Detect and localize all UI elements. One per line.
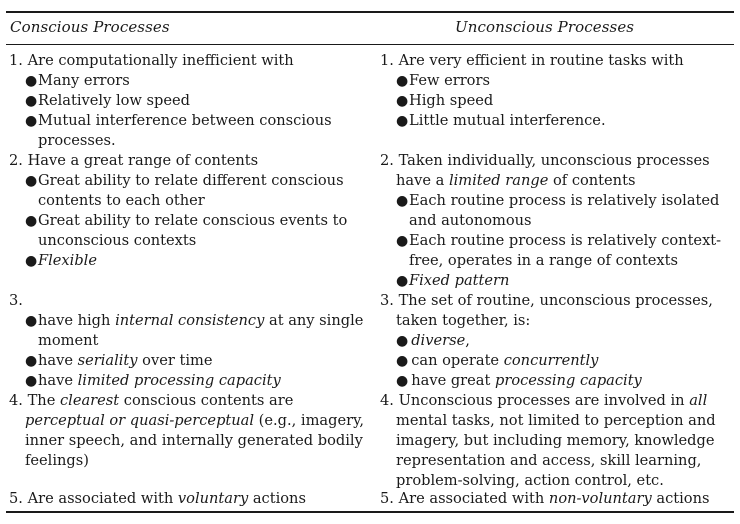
header-rule (6, 44, 734, 45)
bullet-icon: ● (396, 373, 409, 389)
list-item: ●Few errors (396, 72, 490, 89)
list-item: ●Each routine process is relatively cont… (396, 232, 722, 269)
bullet-icon: ● (396, 113, 409, 129)
conscious-item-4: 4. The clearest conscious contents are p… (9, 392, 365, 469)
bullet-icon: ● (25, 173, 38, 189)
bullet-icon: ● (25, 313, 38, 329)
unconscious-item-2: 2. Taken individually, unconscious proce… (380, 151, 736, 291)
bullet-icon: ● (396, 333, 409, 349)
bullet-icon: ● (25, 93, 38, 109)
list-item: ●High speed (396, 92, 494, 109)
bullet-icon: ● (25, 373, 38, 389)
list-item: ●diverse, (396, 332, 470, 349)
list-item: ●Many errors (25, 72, 130, 89)
list-item: ●have high internal consistency at any s… (25, 312, 364, 349)
bullet-icon: ● (396, 193, 409, 209)
unconscious-item-5: 5. Are associated with non-voluntary act… (380, 490, 710, 507)
bullet-icon: ● (396, 93, 409, 109)
conscious-item-5: 5. Are associated with voluntary actions (9, 490, 306, 507)
list-item: ●Fixed pattern (396, 272, 510, 289)
list-item: ●have seriality over time (25, 352, 213, 369)
bullet-icon: ● (25, 353, 38, 369)
list-item: ●Flexible (25, 252, 97, 269)
list-item: ●have limited processing capacity (25, 372, 281, 389)
bullet-icon: ● (25, 73, 38, 89)
unconscious-item-1: 1. Are very efficient in routine tasks w… (380, 51, 736, 131)
bullet-icon: ● (25, 253, 38, 269)
list-item: ●Great ability to relate conscious event… (25, 212, 348, 249)
conscious-item-1: 1. Are computationally inefficient with … (9, 51, 369, 151)
list-item: ●can operate concurrently (396, 352, 599, 369)
list-item: ●Each routine process is relatively isol… (396, 192, 720, 229)
list-item: ●Little mutual interference. (396, 112, 606, 129)
list-item: ●Great ability to relate different consc… (25, 172, 344, 209)
bullet-icon: ● (396, 353, 409, 369)
list-item: ●have great processing capacity (396, 372, 642, 389)
bullet-icon: ● (25, 113, 38, 129)
bullet-icon: ● (25, 213, 38, 229)
list-item: ●Relatively low speed (25, 92, 190, 109)
bullet-icon: ● (396, 273, 409, 289)
list-item: ●Mutual interference between conscious p… (25, 112, 332, 149)
header-conscious: Conscious Processes (10, 18, 170, 36)
unconscious-item-3: 3. The set of routine, unconscious proce… (380, 291, 736, 391)
bullet-icon: ● (396, 73, 409, 89)
table-bottom-rule (6, 511, 734, 513)
conscious-item-3: 3. ●have high internal consistency at an… (9, 291, 369, 391)
unconscious-item-4: 4. Unconscious processes are involved in… (380, 392, 716, 489)
bullet-icon: ● (396, 233, 409, 249)
conscious-item-2: 2. Have a great range of contents ●Great… (9, 151, 369, 271)
header-unconscious: Unconscious Processes (455, 18, 635, 36)
table-top-rule (6, 11, 734, 13)
